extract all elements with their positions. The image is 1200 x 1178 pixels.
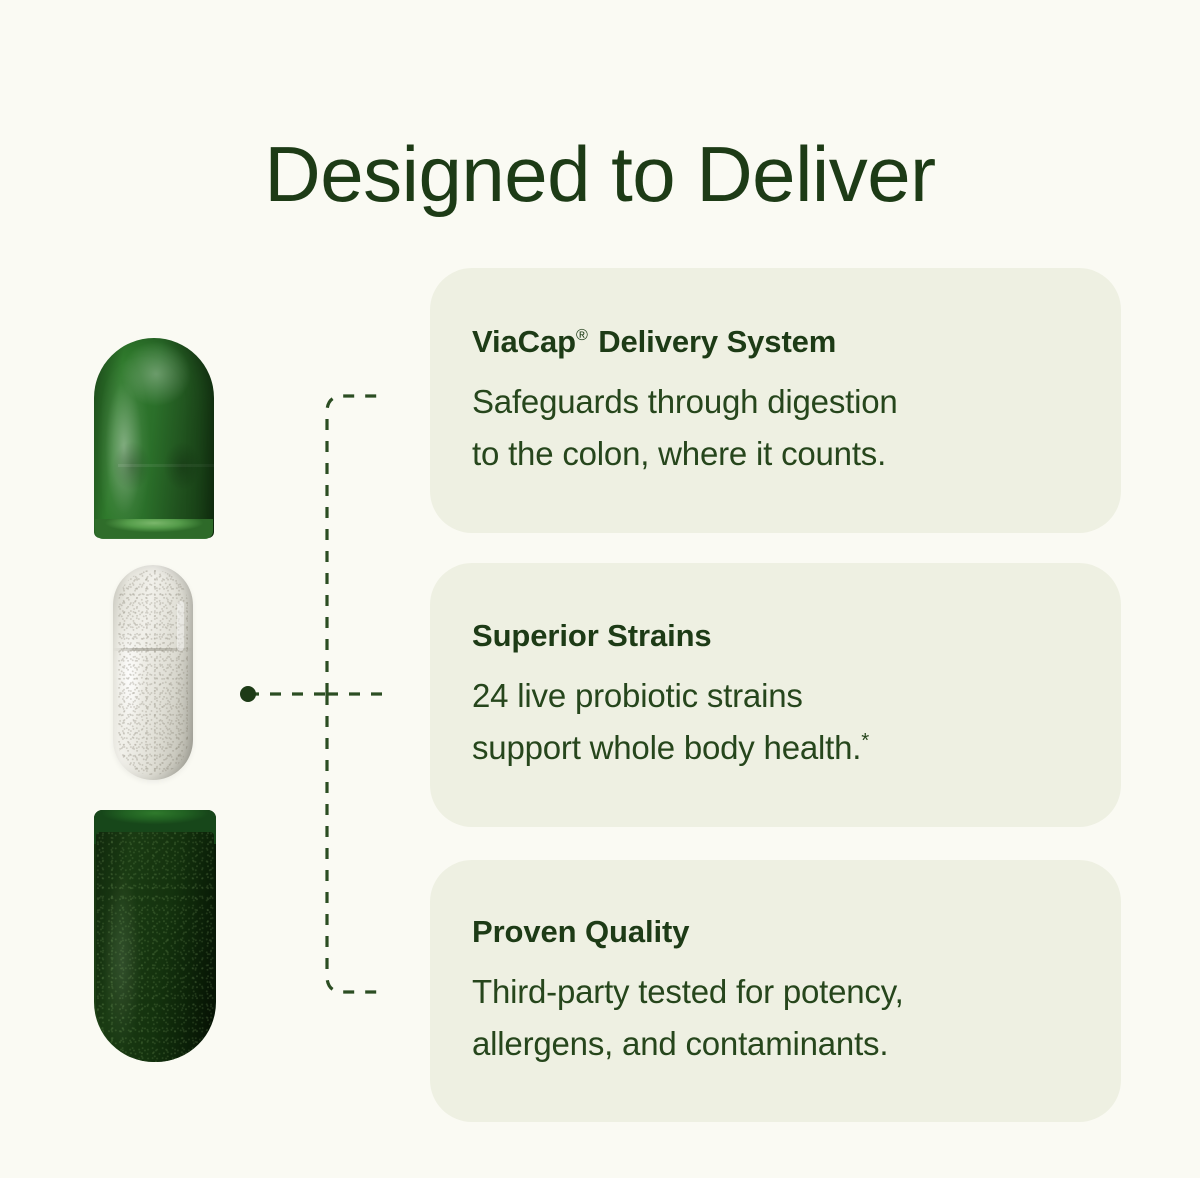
registered-trademark-icon: ® <box>575 326 588 345</box>
capsule-inner-powder <box>118 570 188 775</box>
capsule-inner-highlight <box>177 601 184 651</box>
feature-card-description: Third-party tested for potency, allergens… <box>472 966 1079 1070</box>
feature-title-text: Proven Quality <box>472 914 690 949</box>
capsule-body-icon <box>94 810 216 1062</box>
feature-desc-line-1: Safeguards through digestion <box>472 382 898 420</box>
connector-branch-bottom <box>325 694 385 994</box>
feature-card-title: ViaCap® Delivery System <box>472 322 1079 362</box>
connector-branch-top <box>325 394 385 694</box>
feature-card: Superior Strains 24 live probiotic strai… <box>430 563 1121 827</box>
capsule-cap-ring <box>118 464 238 467</box>
capsule-body-grain <box>96 832 214 1062</box>
feature-card-title: Superior Strains <box>472 616 1079 656</box>
feature-desc-line-1: 24 live probiotic strains <box>472 677 803 714</box>
connector-origin-dot <box>240 686 256 702</box>
capsule-inner-icon <box>113 565 193 780</box>
feature-title-text: Superior Strains <box>472 618 712 653</box>
feature-card-title: Proven Quality <box>472 912 1079 952</box>
feature-desc-line-1: Third-party tested for potency, <box>472 973 904 1010</box>
feature-card: Proven Quality Third-party tested for po… <box>430 860 1121 1122</box>
feature-desc-line-2: to the colon, where it counts. <box>472 434 887 472</box>
feature-card: ViaCap® Delivery System Safeguards throu… <box>430 268 1121 533</box>
feature-title-suffix: Delivery System <box>598 323 837 359</box>
feature-card-description: 24 live probiotic strains support whole b… <box>472 670 1079 774</box>
capsule-inner-seam <box>113 648 193 651</box>
feature-desc-line-2: allergens, and contaminants. <box>472 1025 889 1062</box>
page-title: Designed to Deliver <box>264 130 936 219</box>
feature-title-text: ViaCap <box>472 323 576 359</box>
dashed-bracket-connector <box>240 394 388 994</box>
capsule-body-powder <box>96 832 214 1062</box>
feature-card-description: Safeguards through digestion to the colon… <box>472 376 1079 480</box>
feature-desc-line-2: support whole body health. <box>472 729 862 766</box>
exploded-capsule-illustration <box>70 330 270 1070</box>
capsule-cap-icon <box>94 338 238 539</box>
footnote-asterisk-icon: * <box>861 729 870 752</box>
